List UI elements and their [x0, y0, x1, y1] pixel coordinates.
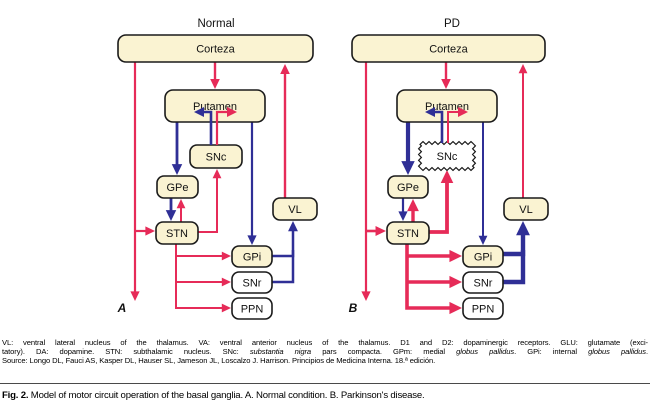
edge-stn-snc-a [197, 174, 218, 233]
edge-arrowhead-gpi-vl-a [288, 221, 298, 232]
edge-arrowhead-stn-snr-b [449, 275, 462, 289]
node-label-ppn-b: PPN [472, 304, 495, 316]
edge-arrowhead-snc-putamen-d1-b [458, 107, 468, 117]
basal-ganglia-diagram: CortezaPutamenSNcGPeSTNVLGPiSNrPPNCortez… [117, 18, 549, 320]
panel-b-letter: B [349, 301, 358, 315]
caption-divider [0, 383, 650, 384]
node-box-corteza-b [351, 34, 546, 63]
edge-snc-putamen-d1-a [215, 110, 231, 145]
node-label-vl-a: VL [288, 204, 301, 216]
node-box-putamen-a [164, 89, 266, 123]
node-label-stn-a: STN [166, 228, 188, 240]
panel-b-title: PD [444, 18, 460, 30]
node-label-vl-b: VL [519, 204, 532, 216]
edge-snr-vl-a [271, 250, 295, 284]
edge-arrowhead-gpi-vl-b [516, 221, 530, 236]
node-label-snc-b: SNc [437, 151, 458, 163]
edge-arrowhead-stn-snc-a [212, 169, 222, 179]
node-label-gpe-a: GPe [166, 182, 188, 194]
node-box-vl-b [503, 197, 549, 221]
node-box-gpe-b [387, 175, 429, 199]
edge-arrowhead-stn-gpe-b [407, 199, 419, 212]
edge-arrowhead-stn-gpi-b [449, 249, 462, 263]
node-box-snr-a [231, 271, 273, 294]
edge-arrowhead-stn-ppn-a [221, 303, 231, 313]
edge-snc-putamen-d2-b [431, 110, 444, 143]
edge-snc-putamen-d1-b [447, 111, 462, 143]
node-box-gpi-a [231, 245, 273, 268]
panel-a-title: Normal [197, 18, 234, 30]
edge-arrowhead-putamen-gpe-a [171, 164, 183, 175]
figure-caption: Fig. 2. Model of motor circuit operation… [2, 390, 648, 402]
abbreviations-footnote: VL: ventral lateral nucleus of the thala… [2, 339, 648, 365]
node-label-ppn-a: PPN [241, 304, 264, 316]
edge-arrowhead-stn-snc-b [440, 170, 454, 183]
edge-arrowhead-stn-snr-a [221, 277, 231, 287]
edge-arrowhead-cortex-stn-hyperdirect-a [145, 226, 155, 236]
node-box-stn-a [155, 221, 199, 245]
edge-snr-vl-b [503, 250, 526, 285]
edge-arrowhead-putamen-gpi-direct-b [478, 235, 488, 245]
node-label-snr-b: SNr [474, 278, 493, 290]
edge-stn-ppn-a [175, 243, 226, 309]
panel-a-letter: A [117, 301, 127, 315]
edge-arrowhead-gpe-stn-b [398, 211, 408, 221]
edge-arrowhead-snc-putamen-d2-a [194, 107, 204, 117]
edge-arrowhead-stn-gpe-a [176, 199, 186, 209]
edge-arrowhead-snc-putamen-d1-a [227, 107, 237, 117]
node-box-stn-b [386, 221, 430, 245]
node-box-snr-b [462, 271, 504, 294]
node-box-gpe-a [156, 175, 199, 199]
edge-arrowhead-cortex-descending-b [361, 291, 371, 301]
node-box-vl-a [272, 197, 318, 221]
node-label-corteza-a: Corteza [196, 44, 235, 56]
edge-arrowhead-cortex-stn-hyperdirect-b [375, 225, 386, 237]
edge-arrowhead-cortex-putamen-a [210, 78, 220, 89]
node-label-gpi-a: GPi [243, 252, 261, 264]
footnote-line: tatory). DA: dopamine. STN: subthalamic … [2, 347, 648, 356]
edge-arrowhead-stn-ppn-b [449, 301, 462, 315]
node-label-snc-a: SNc [206, 152, 227, 164]
edge-snc-putamen-d2-a [200, 110, 213, 145]
edge-arrowhead-putamen-gpi-direct-a [247, 235, 257, 245]
footnote-line: VL: ventral lateral nucleus of the thala… [2, 339, 648, 347]
figure-number-label: Fig. 2. [2, 390, 29, 401]
node-label-corteza-b: Corteza [429, 44, 468, 56]
node-box-ppn-a [231, 297, 273, 320]
edge-arrowhead-putamen-gpe-b [401, 161, 415, 175]
node-label-stn-b: STN [397, 228, 419, 240]
edge-arrowhead-stn-gpi-a [221, 251, 231, 261]
node-box-ppn-b [462, 297, 504, 320]
edge-stn-snc-b [428, 177, 449, 234]
footnote-line: Source: Longo DL, Fauci AS, Kasper DL, H… [2, 355, 436, 365]
edge-gpi-vl-a [271, 227, 295, 258]
edge-arrowhead-cortex-descending-a [130, 291, 140, 301]
figure-caption-text: Model of motor circuit operation of the … [28, 390, 425, 401]
edge-arrowhead-gpe-stn-a [165, 210, 177, 221]
node-box-corteza-a [117, 34, 314, 63]
edge-stn-ppn-b [405, 243, 455, 310]
edge-arrowhead-vl-cortex-b [518, 64, 528, 74]
node-label-gpi-b: GPi [474, 252, 492, 264]
node-label-gpe-b: GPe [397, 182, 419, 194]
node-label-snr-a: SNr [243, 278, 262, 290]
edge-arrowhead-cortex-putamen-b [441, 78, 451, 89]
node-box-gpi-b [462, 245, 504, 268]
edge-arrowhead-vl-cortex-a [280, 64, 290, 75]
edge-arrowhead-snc-putamen-d2-b [425, 107, 435, 117]
